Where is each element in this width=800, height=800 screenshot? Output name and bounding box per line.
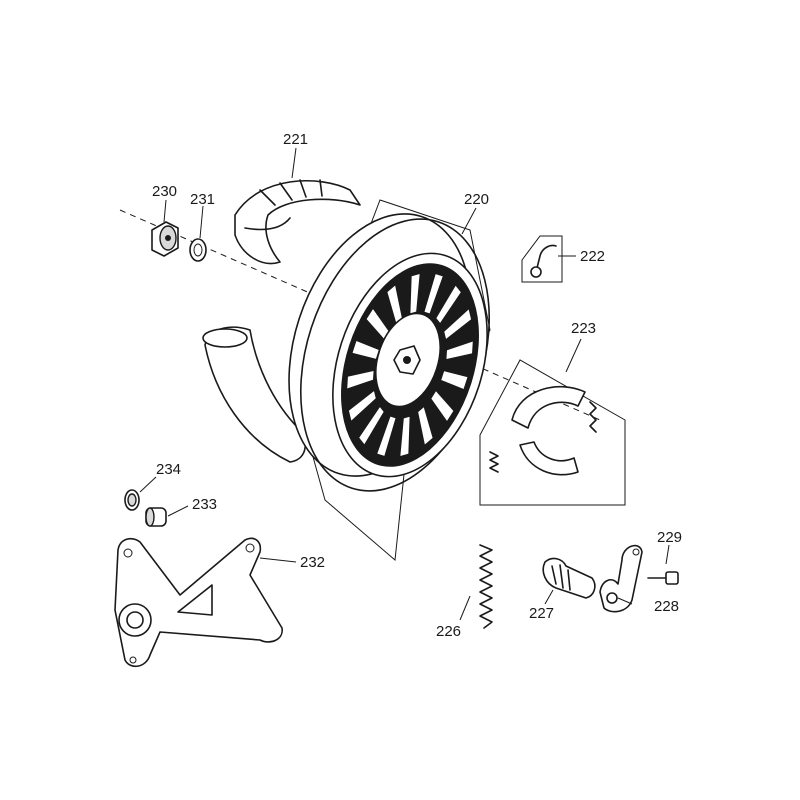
wheel-spoke-slot	[440, 370, 469, 391]
label-230: 230	[152, 183, 177, 200]
label-221: 221	[283, 131, 308, 148]
wheel-spoke-slot	[417, 405, 434, 446]
cap	[124, 489, 140, 511]
label-227: 227	[529, 605, 554, 622]
wheel-spoke-slot	[358, 405, 385, 446]
wheel-spoke-slot	[399, 415, 411, 458]
valve	[521, 235, 563, 283]
wheel-spoke-slot	[445, 340, 474, 360]
label-229: 229	[657, 529, 682, 546]
wheel-spoke-slot	[409, 272, 421, 315]
part-labels: 221 220 230 231 222 223 234 233 232 226 …	[152, 131, 682, 640]
label-233: 233	[192, 496, 217, 513]
wheel-spoke-slot	[430, 389, 455, 423]
label-220: 220	[464, 191, 489, 208]
label-226: 226	[436, 623, 461, 640]
cam	[542, 557, 596, 599]
label-234: 234	[156, 461, 181, 478]
label-231: 231	[190, 191, 215, 208]
brake-shoe-set	[479, 359, 626, 506]
wheel-spoke-slot	[423, 273, 444, 315]
bushing	[145, 507, 167, 527]
lever	[599, 544, 643, 613]
wheel-spoke-slot	[348, 389, 377, 423]
nut	[151, 221, 179, 257]
wheel-spoke-slot	[376, 415, 397, 457]
label-223: 223	[571, 320, 596, 337]
leader-lines	[139, 147, 670, 621]
wheel-spoke-slot	[346, 370, 375, 390]
label-222: 222	[580, 248, 605, 265]
spring	[479, 544, 493, 629]
washer	[189, 238, 207, 262]
brake-arm	[114, 537, 283, 668]
bolt	[647, 571, 679, 585]
label-228: 228	[654, 598, 679, 615]
wheel-spoke-slot	[435, 284, 462, 325]
label-232: 232	[300, 554, 325, 571]
wheel-spoke-slot	[443, 307, 472, 341]
wheel	[288, 199, 491, 561]
